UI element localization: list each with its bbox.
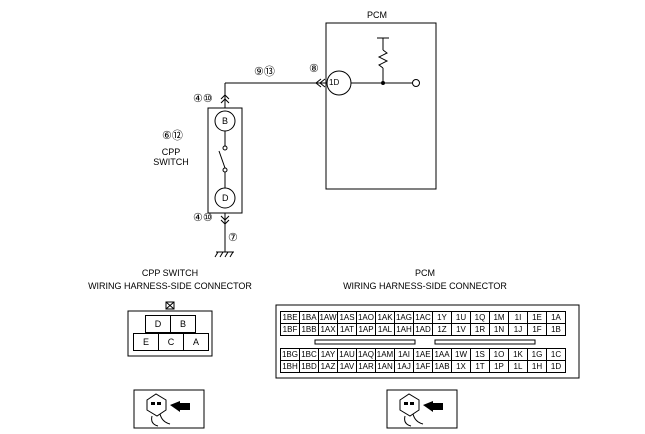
pcm-title: PCM	[367, 10, 387, 20]
switch-name-line2: SWITCH	[153, 157, 189, 167]
pcm-pin-cell: 1P	[489, 360, 509, 373]
cpp-connector-outline	[127, 310, 213, 357]
switch-ref: ⑥⑫	[162, 130, 183, 142]
pcm-pin-cell: 1BA	[299, 311, 319, 324]
pcm-pin-cell: 1K	[508, 348, 528, 361]
ground-ref: ⑦	[228, 232, 238, 244]
pcm-pin-cell: 1Z	[432, 323, 452, 336]
pcm-pin-cell: 1AH	[394, 323, 414, 336]
pcm-pin-label: 1D	[329, 78, 340, 87]
pcm-pin-cell: 1AY	[318, 348, 338, 361]
pcm-pin-cell: 1AP	[356, 323, 376, 336]
pcm-pin-cell: 1AC	[413, 311, 433, 324]
pcm-pin-cell: 1A	[546, 311, 566, 324]
pcm-pin-cell: 1BG	[280, 348, 300, 361]
pcm-pin-cell: 1J	[508, 323, 528, 336]
pcm-pin-cell: 1G	[527, 348, 547, 361]
pcm-in-ref: ⑧	[309, 63, 319, 75]
cpp-pin-c: C	[158, 333, 184, 351]
cpp-connector-title-2: WIRING HARNESS-SIDE CONNECTOR	[88, 281, 252, 291]
pcm-pin-cell: 1AF	[413, 360, 433, 373]
pcm-pin-cell: 1AZ	[318, 360, 338, 373]
cpp-pin-d: D	[145, 315, 171, 333]
switch-top-ref: ④⑩	[193, 93, 213, 105]
connector-view-icon	[386, 389, 458, 429]
pcm-box	[325, 22, 437, 190]
pcm-pin-cell: 1AG	[394, 311, 414, 324]
pcm-connector-title-1: PCM	[415, 268, 435, 278]
pcm-pin-cell: 1AK	[375, 311, 395, 324]
switch-name-line1: CPP	[161, 147, 181, 157]
pcm-pin-cell: 1B	[546, 323, 566, 336]
pcm-pin-cell: 1AB	[432, 360, 452, 373]
pcm-pin-cell: 1E	[527, 311, 547, 324]
pcm-pin-cell: 1AO	[356, 311, 376, 324]
pcm-pin-cell: 1O	[489, 348, 509, 361]
pcm-pin-cell: 1AM	[375, 348, 395, 361]
pcm-pin-cell: 1BF	[280, 323, 300, 336]
switch-bottom-ref: ④⑩	[193, 212, 213, 224]
pcm-pin-cell: 1U	[451, 311, 471, 324]
pcm-pin-cell: 1S	[470, 348, 490, 361]
pcm-pin-cell: 1BD	[299, 360, 319, 373]
pcm-pin-cell: 1AL	[375, 323, 395, 336]
pcm-pin-cell: 1AR	[356, 360, 376, 373]
pcm-pin-cell: 1BC	[299, 348, 319, 361]
pcm-pin-cell: 1BH	[280, 360, 300, 373]
pcm-pin-cell: 1AE	[413, 348, 433, 361]
cpp-pin-e: E	[133, 333, 159, 351]
pcm-pin-cell: 1W	[451, 348, 471, 361]
pcm-pin-cell: 1D	[546, 360, 566, 373]
switch-terminal-d-label: D	[222, 193, 229, 203]
pcm-pin-cell: 1X	[451, 360, 471, 373]
pcm-pin-cell: 1AI	[394, 348, 414, 361]
wire-ref-top: ⑨⑬	[254, 66, 275, 78]
pcm-pin-cell: 1AA	[432, 348, 452, 361]
pcm-output-terminal	[412, 79, 420, 87]
pcm-pin-cell: 1M	[489, 311, 509, 324]
pcm-pin-cell: 1AX	[318, 323, 338, 336]
pcm-pin-cell: 1F	[527, 323, 547, 336]
pcm-connector-title-2: WIRING HARNESS-SIDE CONNECTOR	[343, 281, 507, 291]
pcm-pin-cell: 1BB	[299, 323, 319, 336]
connector-view-icon	[133, 389, 205, 429]
pcm-pin-cell: 1AT	[337, 323, 357, 336]
pcm-pin-cell: 1BE	[280, 311, 300, 324]
switch-contact	[218, 150, 226, 169]
pcm-pin-cell: 1AJ	[394, 360, 414, 373]
pcm-pin-cell: 1AU	[337, 348, 357, 361]
pcm-pin-cell: 1H	[527, 360, 547, 373]
pcm-pin-cell: 1Y	[432, 311, 452, 324]
pcm-pin-cell: 1C	[546, 348, 566, 361]
pcm-pin-cell: 1L	[508, 360, 528, 373]
pcm-pin-cell: 1Q	[470, 311, 490, 324]
connector-lock-icon	[165, 301, 175, 310]
pcm-pin-cell: 1N	[489, 323, 509, 336]
cpp-connector-title-1: CPP SWITCH	[141, 268, 199, 278]
pcm-connector-outline	[275, 304, 580, 379]
pcm-pin-cell: 1AS	[337, 311, 357, 324]
switch-terminal-b-label: B	[222, 116, 229, 126]
pcm-pin-cell: 1AW	[318, 311, 338, 324]
switch-terminal-d	[214, 187, 236, 209]
cpp-pin-a: A	[183, 333, 209, 351]
pcm-pin-cell: 1R	[470, 323, 490, 336]
pcm-pin-cell: 1AV	[337, 360, 357, 373]
cpp-pin-b: B	[170, 315, 196, 333]
pcm-pin-cell: 1T	[470, 360, 490, 373]
pull-up-resistor	[377, 49, 389, 69]
pcm-pin-cell: 1AQ	[356, 348, 376, 361]
pcm-pin-cell: 1AN	[375, 360, 395, 373]
pcm-pin-cell: 1I	[508, 311, 528, 324]
pcm-pin-cell: 1V	[451, 323, 471, 336]
pcm-pin-cell: 1AD	[413, 323, 433, 336]
